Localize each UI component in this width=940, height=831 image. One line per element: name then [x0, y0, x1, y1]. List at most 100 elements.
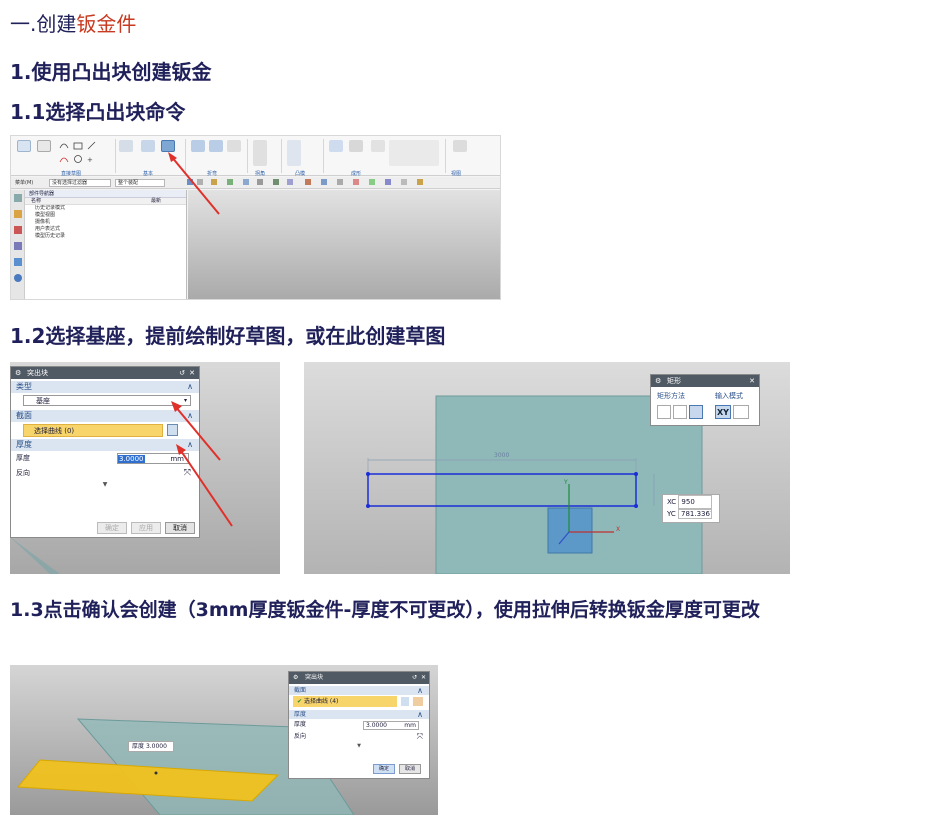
ok-button[interactable]: 确定: [373, 764, 395, 774]
xc-label: XC: [667, 498, 677, 506]
section-type-label: 类型: [16, 382, 32, 391]
selection-filter-dropdown[interactable]: 没有选择过滤器: [49, 179, 111, 187]
yc-input[interactable]: 781.3367: [678, 508, 713, 519]
nav-row[interactable]: 模型历史记录: [35, 233, 66, 239]
apply-button[interactable]: 应用: [131, 522, 161, 534]
assembly-scope-dropdown[interactable]: 整个装配: [115, 179, 165, 187]
view-icon[interactable]: [453, 140, 467, 152]
expand-more-icon[interactable]: ▼: [357, 743, 361, 749]
thickness-input[interactable]: 3.0000 mm: [117, 453, 189, 464]
three-point-icon[interactable]: [673, 405, 687, 419]
thickness-value: 3.0000: [118, 455, 145, 463]
profile-row: ✔ 选择曲线 (4): [289, 695, 429, 708]
graphics-window[interactable]: [188, 190, 500, 299]
cancel-button[interactable]: 取消: [165, 522, 195, 534]
collapse-icon[interactable]: ∧: [417, 686, 423, 695]
louver-icon[interactable]: [349, 140, 363, 152]
yc-row: YC 781.3367: [663, 508, 719, 521]
reset-icon[interactable]: ↺: [411, 674, 417, 681]
xc-input[interactable]: 950: [678, 495, 713, 510]
section-type[interactable]: 类型 ∧: [11, 381, 199, 393]
select-curve-field[interactable]: ✔ 选择曲线 (4): [293, 696, 397, 707]
tab-command-icon[interactable]: [161, 140, 175, 152]
heading-prefix: 一.创建: [10, 12, 77, 36]
reverse-direction-icon[interactable]: ⤧: [183, 468, 191, 478]
close-icon[interactable]: ✕: [749, 377, 755, 385]
expand-more-icon[interactable]: ▼: [102, 481, 108, 488]
dialog-title: ⚙ 突出块 ↺ ✕: [11, 367, 199, 379]
sketch-section-icon[interactable]: [167, 424, 178, 436]
close-icon[interactable]: ✕: [420, 674, 426, 681]
reset-icon[interactable]: ↺: [179, 369, 185, 377]
thickness-input[interactable]: 3.0000 mm: [363, 721, 419, 730]
bend-icon[interactable]: [119, 140, 133, 152]
ribbon-group-basic: 基本: [143, 171, 154, 177]
form-icon[interactable]: [329, 140, 343, 152]
close-icon[interactable]: ✕: [189, 369, 195, 377]
ribbon-group-bend: 折弯: [207, 171, 218, 177]
gear-icon[interactable]: ⚙: [655, 377, 662, 385]
ok-button[interactable]: 确定: [97, 522, 127, 534]
collapse-icon[interactable]: ∧: [187, 440, 193, 449]
column-name[interactable]: 名称: [31, 198, 42, 204]
corner-icon[interactable]: [253, 140, 267, 166]
flange-icon[interactable]: [141, 140, 155, 152]
section-thickness[interactable]: 厚度∧: [11, 439, 199, 451]
section-thickness[interactable]: 厚度∧: [289, 710, 429, 719]
nav-row[interactable]: 摄像机: [35, 219, 51, 225]
section-profile[interactable]: 截面∧: [289, 686, 429, 695]
thickness-value: 3.0000: [366, 722, 387, 729]
tab-dialog: ⚙ 突出块 ↺ ✕ 类型 ∧ 基座 ▾ 截面 ∧ 选择曲线 (0) 厚度∧ 厚度 3…: [10, 366, 200, 538]
collapse-icon[interactable]: ∧: [187, 382, 193, 391]
nav-row[interactable]: 模型视图: [35, 212, 56, 218]
parameter-mode-icon[interactable]: [733, 405, 749, 419]
section-profile[interactable]: 截面 ∧: [11, 410, 199, 422]
type-dropdown[interactable]: 基座 ▾: [23, 395, 191, 406]
coordinate-input: XC 950 YC 781.3367: [662, 494, 720, 523]
cancel-button[interactable]: 取消: [399, 764, 421, 774]
type-row: 基座 ▾: [11, 393, 199, 408]
from-center-icon[interactable]: [689, 405, 703, 419]
assembly-navigator-icon[interactable]: [14, 226, 22, 234]
column-latest[interactable]: 最新: [151, 198, 162, 204]
punch-icon[interactable]: [287, 140, 301, 166]
thickness-unit: mm: [404, 722, 416, 729]
sketch-section-icon[interactable]: [401, 697, 409, 706]
more-icon[interactable]: [227, 140, 241, 152]
menu-button[interactable]: 菜单(M): [15, 180, 34, 186]
section-profile-label: 截面: [16, 411, 32, 420]
tag-label: 厚度: [132, 743, 145, 750]
select-curve-field[interactable]: 选择曲线 (0): [23, 424, 163, 437]
collapse-icon[interactable]: ∧: [417, 710, 423, 719]
tag-value: 3.0000: [145, 743, 167, 750]
coordinate-mode-button[interactable]: XY: [715, 405, 731, 419]
collapse-icon[interactable]: ∧: [187, 411, 193, 420]
form-options-icon[interactable]: [389, 140, 439, 166]
reuse-library-icon[interactable]: [14, 258, 22, 266]
sketch-icon[interactable]: [17, 140, 31, 152]
history-icon[interactable]: [14, 274, 22, 282]
fold-icon[interactable]: [191, 140, 205, 152]
nav-row[interactable]: 历史记录模式: [35, 205, 66, 211]
thickness-tag[interactable]: 厚度 3.0000: [128, 741, 174, 752]
snap-toolbar-icons[interactable]: [187, 178, 467, 188]
xc-row: XC 950: [663, 495, 719, 510]
gear-icon[interactable]: ⚙: [293, 674, 299, 681]
curve-icon[interactable]: [413, 697, 423, 706]
settings-icon[interactable]: [14, 194, 22, 202]
nav-row[interactable]: 用户表达式: [35, 226, 61, 232]
thickness-row: 厚度 3.0000 mm: [11, 451, 199, 466]
finish-icon[interactable]: [37, 140, 51, 152]
part-navigator-icon[interactable]: [14, 210, 22, 218]
thickness-unit: mm: [170, 455, 184, 463]
form-more-icon[interactable]: [371, 140, 385, 152]
reverse-direction-icon[interactable]: ⤧: [416, 732, 423, 741]
unfold-icon[interactable]: [209, 140, 223, 152]
ribbon-group-punch: 凸模: [295, 171, 306, 177]
constraint-navigator-icon[interactable]: [14, 242, 22, 250]
gear-icon[interactable]: ⚙: [15, 369, 22, 377]
dialog-title-text: 突出块: [305, 674, 324, 681]
heading-select-base: 1.2选择基座，提前绘制好草图，或在此创建草图: [10, 324, 446, 348]
two-point-icon[interactable]: [657, 405, 671, 419]
sketch-tools-icon[interactable]: +: [57, 140, 112, 166]
